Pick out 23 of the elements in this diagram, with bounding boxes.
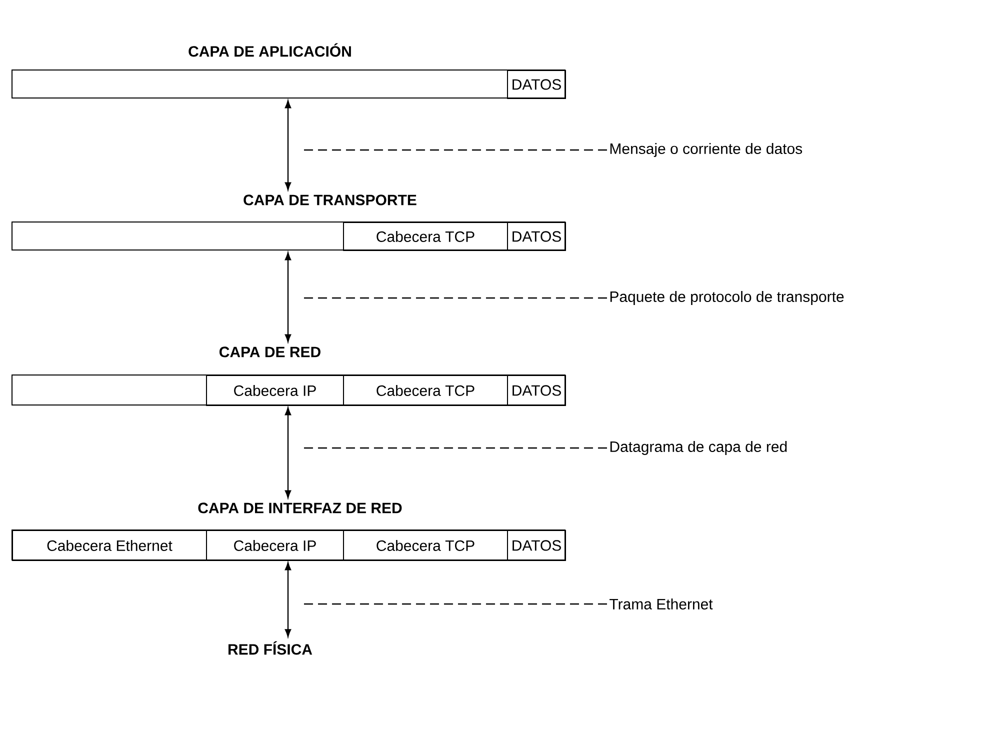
header-cell: Cabecera IP: [206, 530, 344, 561]
header-cell: Cabecera TCP: [343, 375, 508, 406]
double-arrow: [284, 252, 292, 342]
leader-text: Mensaje o corriente de datos: [610, 143, 802, 157]
header-cell: Cabecera TCP: [343, 222, 508, 251]
header-cell: Cabecera Ethernet: [12, 530, 207, 561]
layer-heading: RED FÍSICA: [228, 641, 312, 655]
layer-heading: CAPA DE TRANSPORTE: [244, 194, 416, 206]
header-cell: DATOS: [507, 222, 566, 251]
layer-heading: CAPA DE RED: [220, 346, 320, 358]
layer-heading: CAPA DE APLICACIÓN: [188, 43, 351, 57]
header-cell: DATOS: [507, 70, 566, 99]
leader-text: Paquete de protocolo de transporte: [610, 291, 844, 305]
header-cell: DATOS: [507, 375, 566, 406]
leader-text: Trama Ethernet: [610, 598, 713, 610]
layer-heading: CAPA DE INTERFAZ DE RED: [198, 502, 402, 514]
header-cell: Cabecera IP: [206, 375, 344, 406]
header-cell: DATOS: [507, 530, 566, 561]
double-arrow: [284, 100, 292, 190]
leader-text: Datagrama de capa de red: [610, 441, 787, 455]
double-arrow: [284, 407, 292, 498]
double-arrow: [284, 562, 292, 638]
header-cell: Cabecera TCP: [343, 530, 508, 561]
